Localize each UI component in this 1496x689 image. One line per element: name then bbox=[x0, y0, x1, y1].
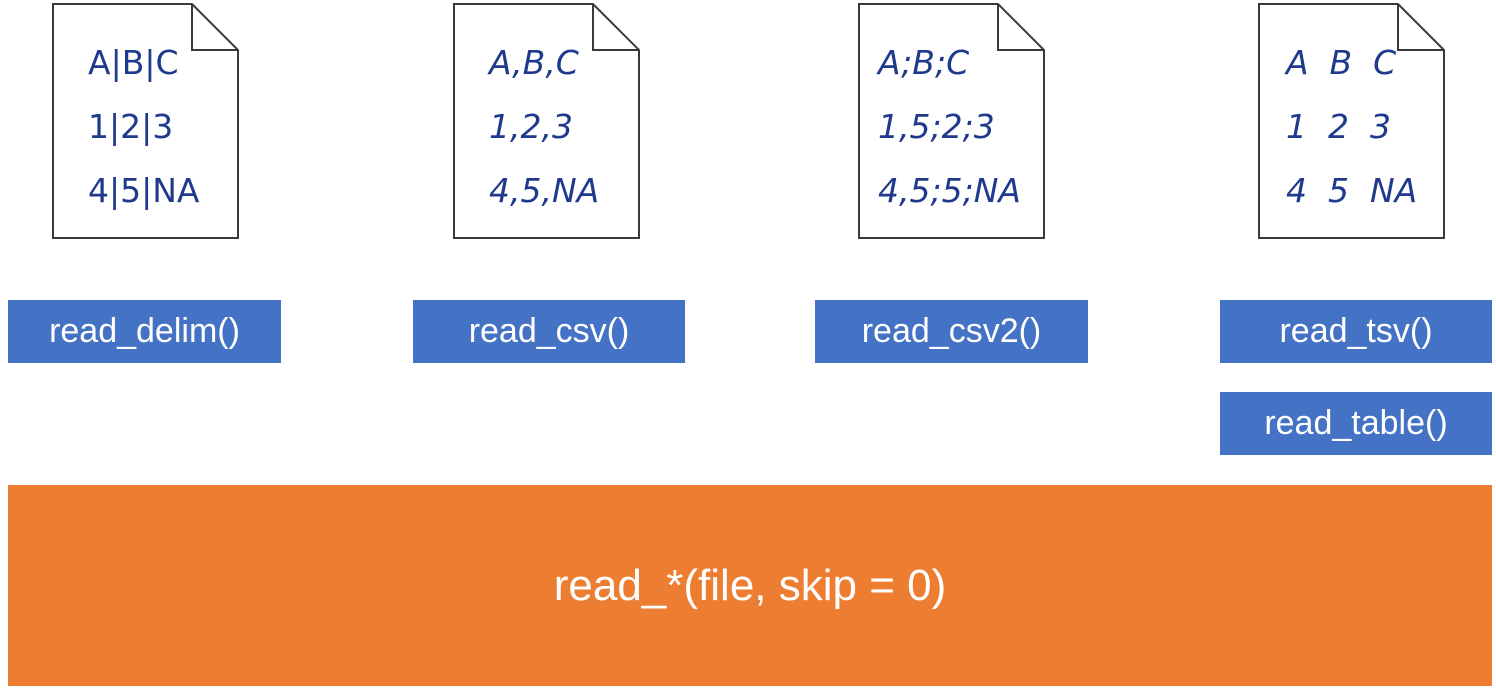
file-icon-whitespace-delimited: A B C 1 2 3 4 5 NA bbox=[1258, 3, 1446, 241]
read-delim-box: read_delim() bbox=[8, 300, 281, 363]
file-contents: A|B|C 1|2|3 4|5|NA bbox=[88, 43, 200, 235]
file-line: 1|2|3 bbox=[88, 107, 174, 146]
file-line: 4,5,NA bbox=[489, 171, 600, 210]
read-csv2-box: read_csv2() bbox=[815, 300, 1088, 363]
file-icon-pipe-delimited: A|B|C 1|2|3 4|5|NA bbox=[52, 3, 240, 241]
file-line: A|B|C bbox=[88, 43, 179, 82]
document-icon bbox=[52, 3, 239, 239]
file-icon-comma-delimited: A,B,C 1,2,3 4,5,NA bbox=[453, 3, 641, 241]
read-csv-box: read_csv() bbox=[413, 300, 685, 363]
file-line: 4|5|NA bbox=[88, 171, 200, 210]
file-line: 4,5;5;NA bbox=[878, 171, 1021, 210]
file-line: A B C bbox=[1286, 43, 1397, 82]
file-icon-semicolon-delimited: A;B;C 1,5;2;3 4,5;5;NA bbox=[858, 3, 1046, 241]
file-contents: A,B,C 1,2,3 4,5,NA bbox=[489, 43, 599, 235]
read-table-box: read_table() bbox=[1220, 392, 1492, 455]
document-icon bbox=[858, 3, 1045, 239]
document-icon bbox=[1258, 3, 1445, 239]
document-icon bbox=[453, 3, 640, 239]
file-line: 4 5 NA bbox=[1286, 171, 1418, 210]
file-line: 1,2,3 bbox=[489, 107, 573, 146]
file-contents: A B C 1 2 3 4 5 NA bbox=[1286, 43, 1417, 235]
file-line: A,B,C bbox=[489, 43, 579, 82]
file-line: 1 2 3 bbox=[1286, 107, 1391, 146]
file-contents: A;B;C 1,5;2;3 4,5;5;NA bbox=[878, 43, 1021, 235]
file-line: A;B;C bbox=[878, 43, 970, 82]
generic-read-call-bar: read_*(file, skip = 0) bbox=[8, 485, 1492, 686]
read-tsv-box: read_tsv() bbox=[1220, 300, 1492, 363]
file-line: 1,5;2;3 bbox=[878, 107, 995, 146]
